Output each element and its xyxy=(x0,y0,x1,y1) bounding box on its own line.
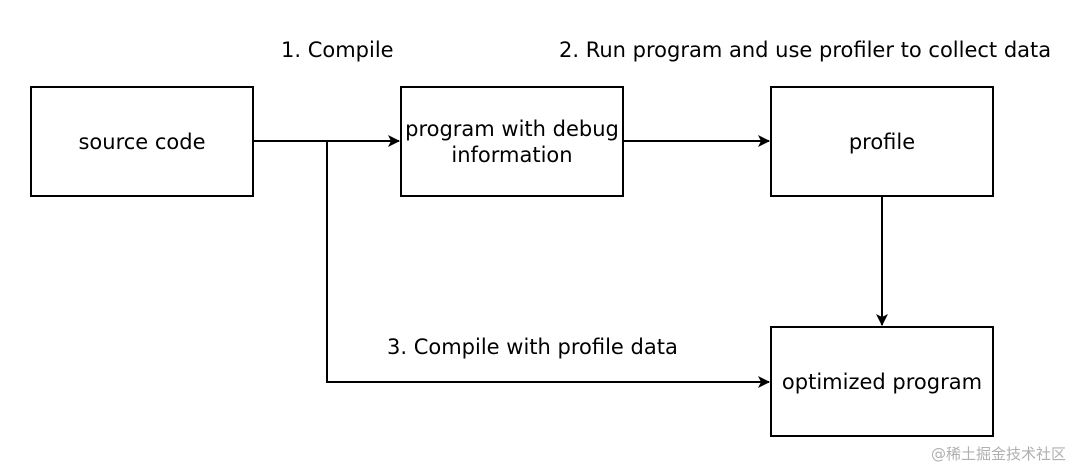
debug-program-label-line2: information xyxy=(451,142,573,167)
profile-label: profile xyxy=(848,129,916,154)
step-2-label: 2. Run program and use profiler to colle… xyxy=(559,38,1052,62)
debug-program-label-line1: program with debug xyxy=(405,116,619,141)
step-3-label: 3. Compile with profile data xyxy=(387,335,678,359)
watermark-text: @稀土掘金技术社区 xyxy=(930,445,1066,463)
source-code-label: source code xyxy=(78,129,206,154)
optimized-program-label: optimized program xyxy=(781,369,983,394)
optimized-program-box: optimized program xyxy=(770,326,994,437)
debug-program-box: program with debug information xyxy=(400,86,624,197)
source-code-box: source code xyxy=(30,86,254,197)
step-1-label: 1. Compile xyxy=(281,38,394,62)
profile-box: profile xyxy=(770,86,994,197)
arrow-compile-with-profile xyxy=(326,141,770,388)
